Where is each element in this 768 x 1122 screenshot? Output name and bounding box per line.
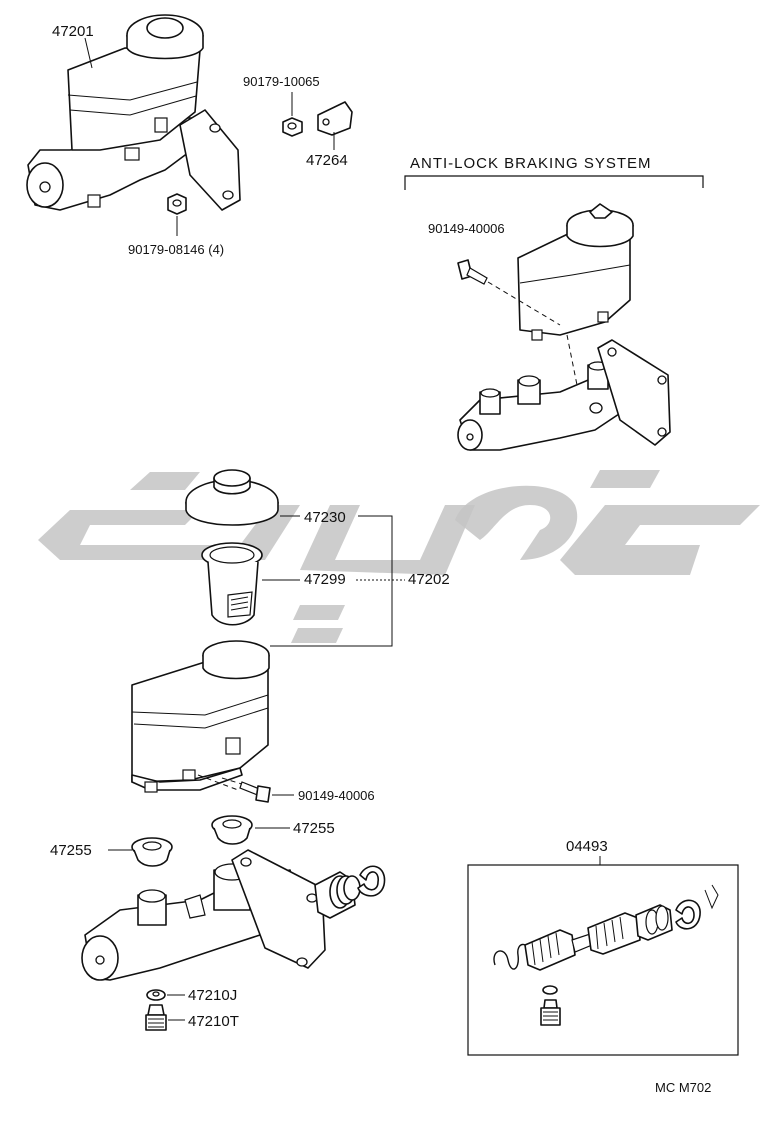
label-47210J: 47210J <box>188 987 237 1004</box>
label-04493: 04493 <box>566 838 608 855</box>
watermark-logo <box>38 470 760 643</box>
diagram-code: MC M702 <box>655 1080 711 1095</box>
label-47230: 47230 <box>304 509 346 526</box>
master-cylinder-body <box>81 849 386 981</box>
bolt-47210T <box>145 1004 185 1031</box>
grommet-47255-left <box>108 837 173 867</box>
reservoir-47202 <box>131 640 270 793</box>
nut-90179-08146 <box>167 193 187 236</box>
strainer-47299 <box>201 542 300 626</box>
label-47299: 47299 <box>304 571 346 588</box>
reservoir-cap-47230 <box>185 469 300 526</box>
label-47255-left: 47255 <box>50 842 92 859</box>
nut-90179-10065 <box>282 92 303 137</box>
abs-section-title: ANTI-LOCK BRAKING SYSTEM <box>410 155 652 172</box>
label-90149-40006: 90149-40006 <box>298 788 375 803</box>
abs-master-cylinder-assembly <box>457 203 671 451</box>
label-90179-08146: 90179-08146 (4) <box>128 242 224 257</box>
bolt-90149-40006 <box>239 781 294 803</box>
label-47255-right: 47255 <box>293 820 335 837</box>
abs-section-bracket <box>404 175 704 190</box>
label-90149-40006-abs: 90149-40006 <box>428 221 505 236</box>
label-47202: 47202 <box>408 571 450 588</box>
grommet-47255-right <box>211 815 290 845</box>
piston-kit-04493 <box>493 884 719 1026</box>
master-cylinder-assembly-47201 <box>26 14 241 211</box>
gasket-47210J <box>146 989 185 1001</box>
group-bracket-47202 <box>270 515 393 647</box>
bracket-47264 <box>317 101 353 150</box>
label-47201: 47201 <box>52 23 94 40</box>
label-47210T: 47210T <box>188 1013 239 1030</box>
label-47264: 47264 <box>306 152 348 169</box>
kit-04493-frame <box>467 864 739 1056</box>
label-90179-10065: 90179-10065 <box>243 74 320 89</box>
